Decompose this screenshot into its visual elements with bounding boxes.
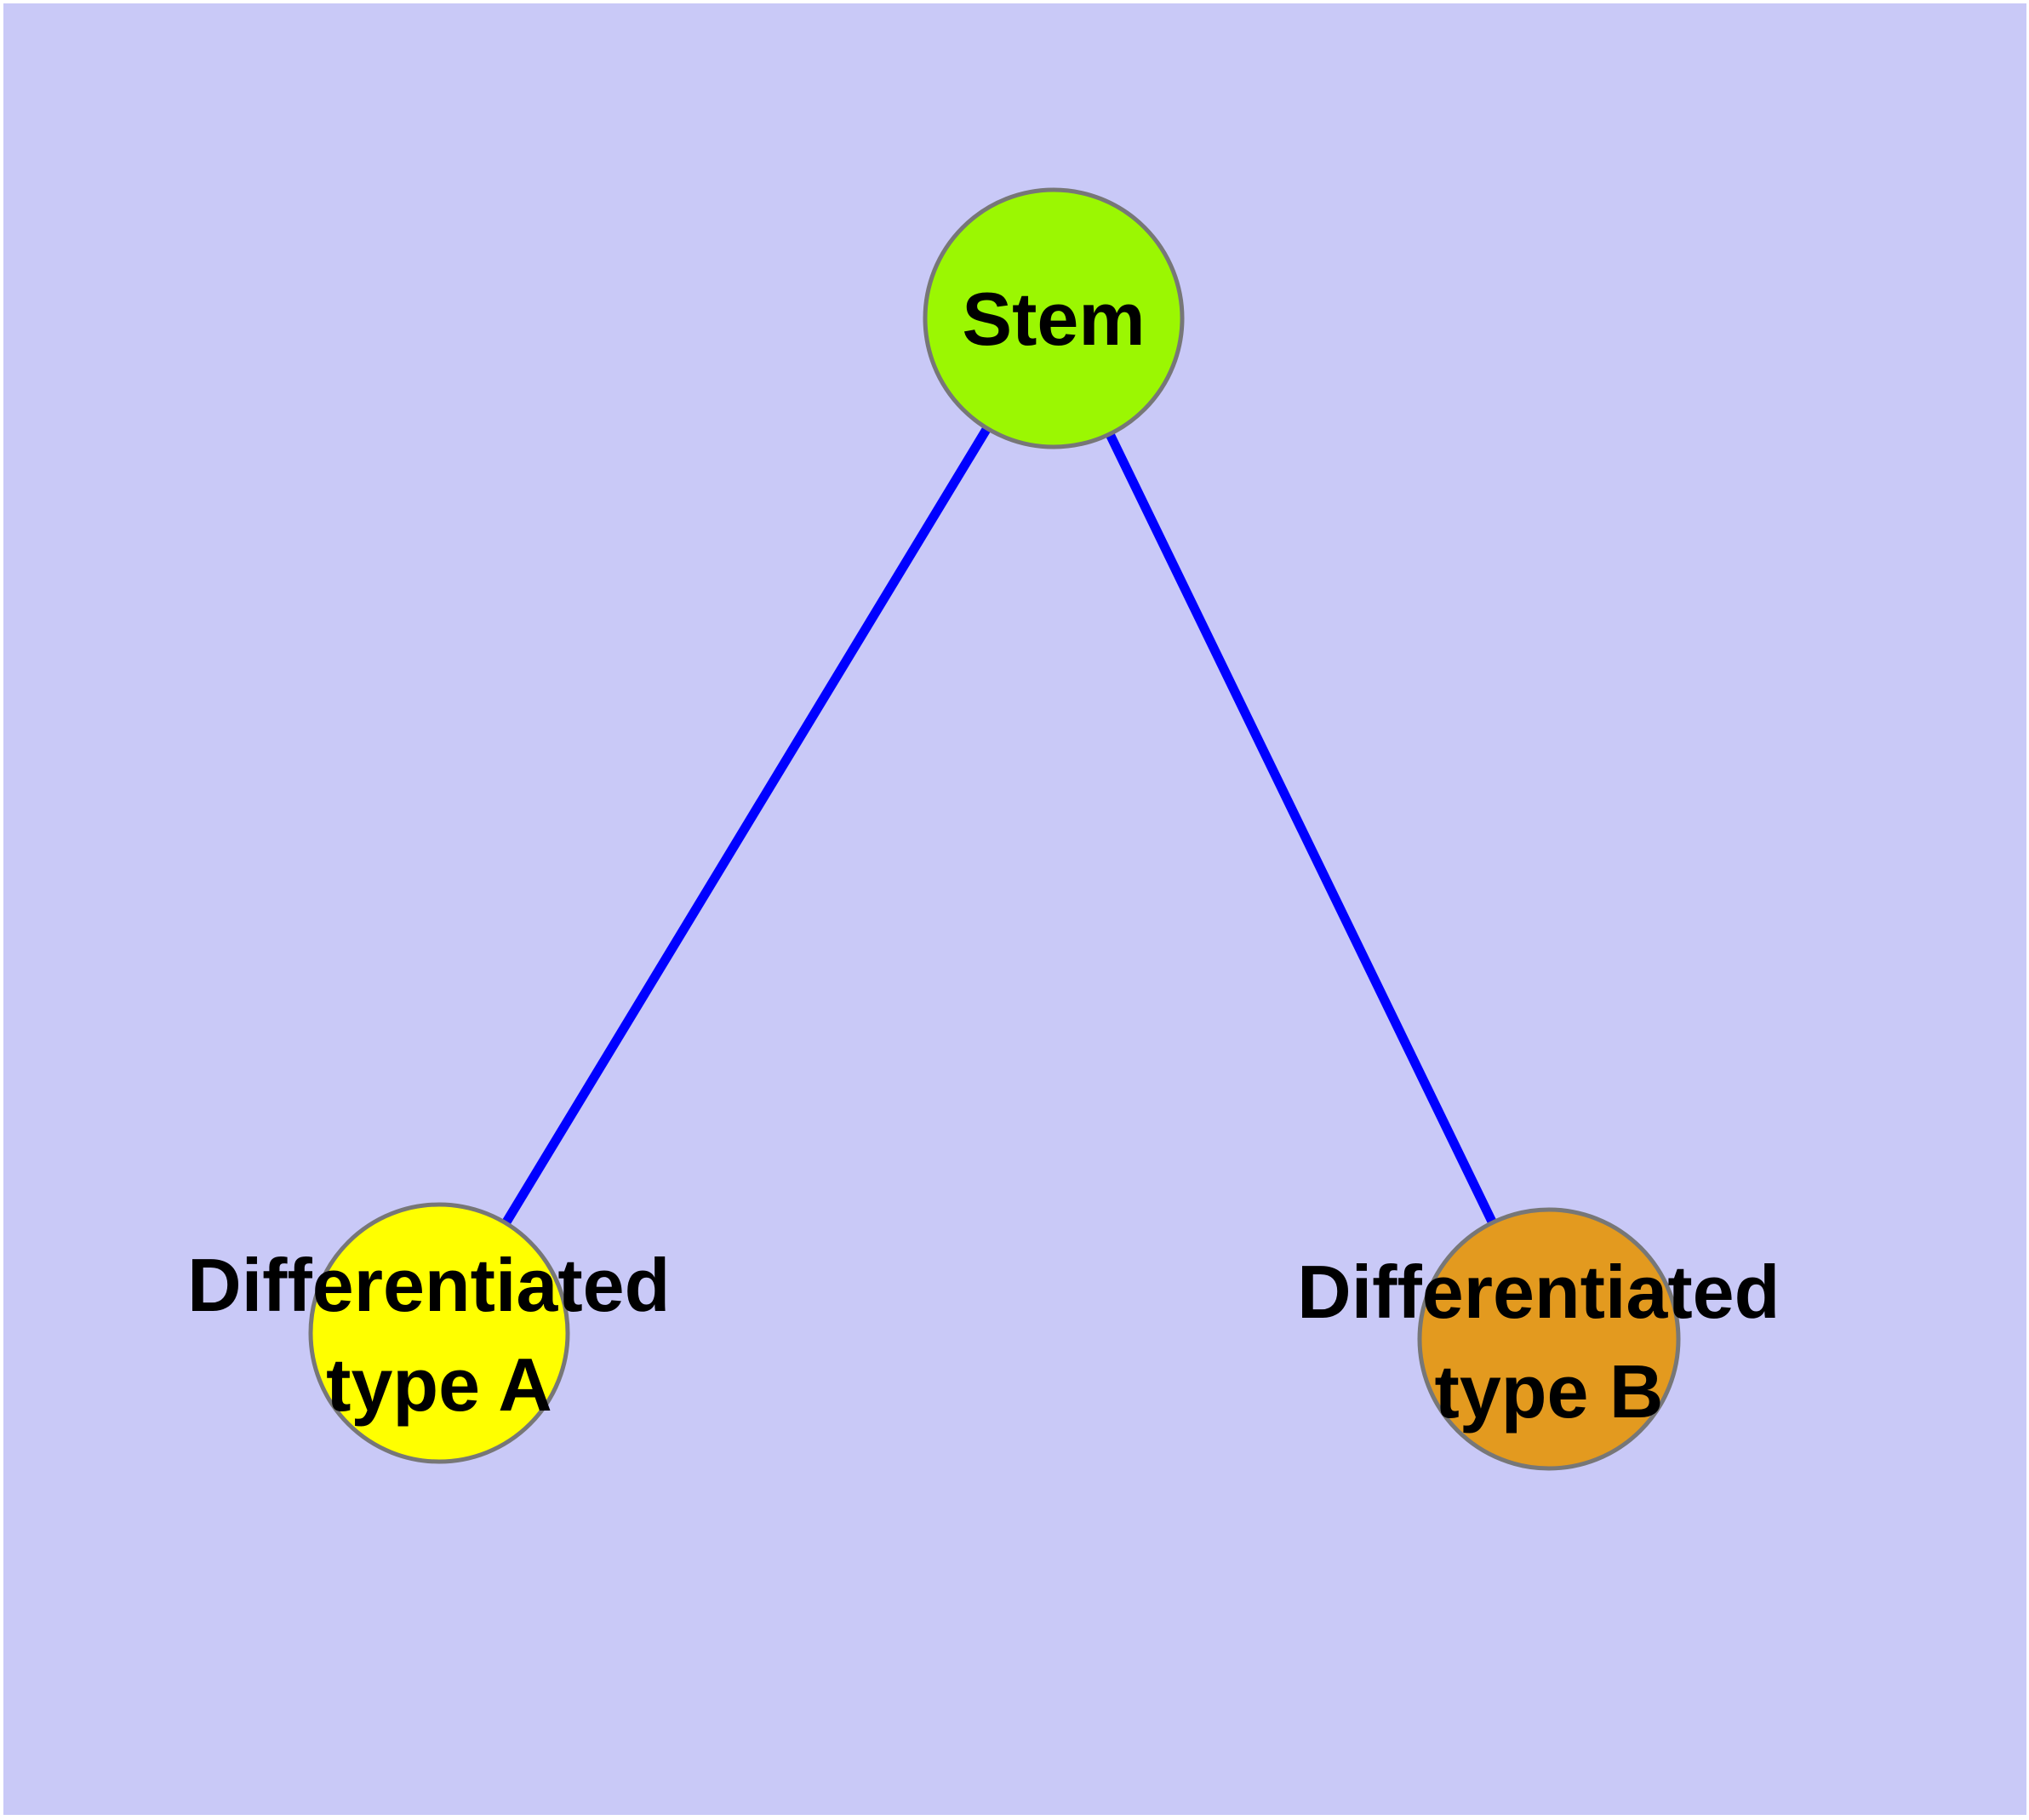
node-differentiated-type-b bbox=[1417, 1207, 1681, 1471]
node-type-a-label-line-1: Differentiated bbox=[187, 1243, 670, 1327]
node-type-a-label: Differentiated type A bbox=[187, 1243, 691, 1427]
node-type-b-label-line-2: type B bbox=[1435, 1349, 1664, 1434]
label-layer: Stem Differentiated type A Differentiate… bbox=[187, 277, 1801, 1434]
node-type-b-label: Differentiated type B bbox=[1297, 1250, 1801, 1434]
edge-layer bbox=[435, 316, 1553, 1342]
edge-stem-to-type-b bbox=[1049, 316, 1553, 1342]
node-differentiated-type-a bbox=[308, 1202, 570, 1464]
node-layer bbox=[308, 187, 1681, 1471]
node-type-b-label-line-1: Differentiated bbox=[1297, 1250, 1780, 1334]
edge-stem-to-type-a bbox=[435, 316, 1058, 1336]
node-stem bbox=[923, 187, 1185, 449]
node-type-a-label-line-2: type A bbox=[326, 1342, 552, 1427]
node-stem-label: Stem bbox=[962, 277, 1145, 361]
